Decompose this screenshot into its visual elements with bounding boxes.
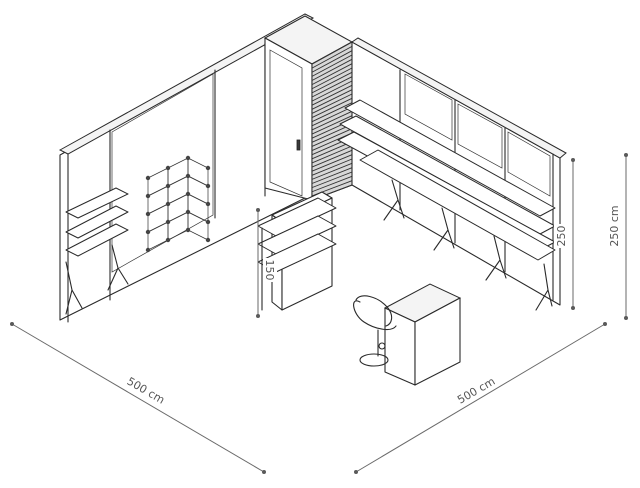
right-wall-shelves bbox=[337, 99, 556, 311]
left-wall-shelves bbox=[65, 187, 129, 315]
slatted-wall bbox=[311, 41, 353, 201]
left-width-text: 500 cm bbox=[125, 375, 167, 407]
center-display bbox=[257, 191, 337, 311]
label-wall-height: 250 bbox=[554, 224, 568, 248]
reception-counter bbox=[383, 283, 462, 386]
dimension-right-width bbox=[354, 322, 607, 474]
chair bbox=[353, 295, 397, 367]
right-width-text: 500 cm bbox=[455, 375, 497, 407]
total-height-text: 250 cm bbox=[608, 205, 621, 246]
wall-height-text: 250 bbox=[555, 226, 568, 247]
dimension-left-width bbox=[10, 322, 266, 474]
cube-shelf bbox=[145, 155, 211, 253]
dimension-total-height bbox=[624, 153, 628, 320]
dimension-wall-height bbox=[571, 158, 575, 310]
counter-height-text: 150 bbox=[263, 260, 276, 281]
label-counter-height: 150 bbox=[263, 258, 277, 282]
dimension-counter-height bbox=[256, 208, 260, 318]
left-wall-panels bbox=[111, 73, 214, 273]
label-total-height: 250 cm bbox=[607, 202, 621, 250]
right-wall-panels bbox=[404, 73, 551, 197]
